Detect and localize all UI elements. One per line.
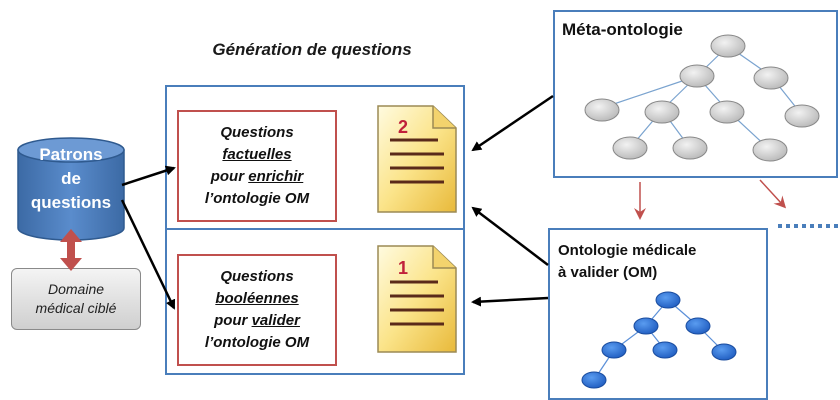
factual-line3-prefix: pour [210,168,249,185]
factual-questions-box[interactable]: Questions factuelles pour enrichir l’ont… [177,110,337,222]
patterns-database-label[interactable]: Patrons de questions [18,143,124,215]
patterns-database-icon [17,137,125,241]
db-to-boolean-arrow [120,199,176,310]
generation-title: Génération de questions [212,40,412,59]
medical-ontology-line1: Ontologie médicale [558,242,697,259]
db-label-line1: Patrons [39,145,103,164]
meta-to-factual-arrow [471,94,554,152]
meta-ontology-title: Méta-ontologie [562,20,683,39]
document-1-number: 1 [398,258,408,278]
factual-line1: Questions [220,124,294,141]
medical-ontology-title: Ontologie médicale à valider (OM) [558,240,696,284]
document-2-number: 2 [398,117,408,137]
boolean-line4: l’ontologie OM [204,334,310,351]
target-domain-box[interactable]: Domaine médical ciblé [11,268,141,330]
document-2-icon [377,105,457,213]
document-1-icon [377,245,457,353]
boolean-questions-box[interactable]: Questions booléennes pour valider l’onto… [177,254,337,366]
om-to-boolean-arrow [471,296,549,307]
medical-ontology-nodes [581,291,737,389]
om-to-factual-arrow [471,206,549,266]
db-label-line3: questions [30,193,112,212]
medical-ontology-line2: à valider (OM) [558,264,658,281]
meta-to-other-red-arrow [759,179,787,209]
boolean-line2: booléennes [215,290,299,307]
db-to-factual-arrow [121,165,176,187]
medical-ontology-edges [593,299,725,381]
domain-line1: Domaine [47,281,105,297]
boolean-line3-prefix: pour [214,312,252,329]
meta-ontology-edges [601,45,803,151]
medical-ontology-panel [548,228,768,400]
meta-ontology-nodes [584,34,820,162]
factual-line4: l’ontologie OM [204,190,310,207]
domain-line2: médical ciblé [35,300,117,316]
boolean-line1: Questions [220,268,294,285]
factual-line2: factuelles [222,146,292,163]
db-label-line2: de [61,169,81,188]
panel-divider [165,228,465,230]
db-domain-link-icon [60,229,82,271]
factual-line3-em: enrichir [248,168,304,185]
boolean-line3-em: valider [251,312,300,329]
